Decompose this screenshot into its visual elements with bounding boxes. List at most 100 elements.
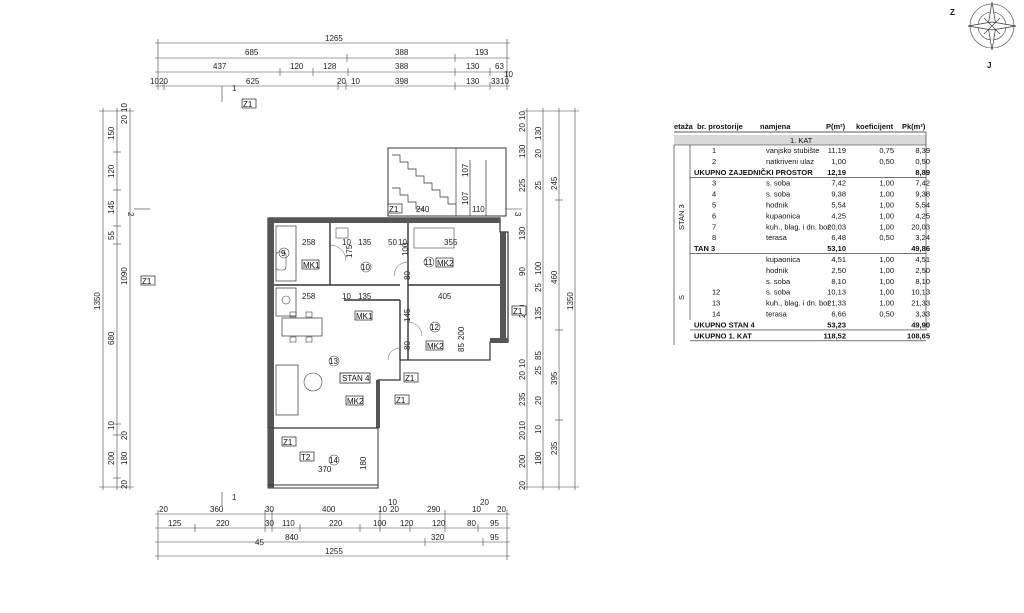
table-cell-coef: 1,00 [879, 211, 894, 220]
dim-left-g: 10 [107, 421, 116, 430]
dim-right-in-6: 90 [518, 267, 527, 276]
table-cell-area-k: 10,13 [911, 288, 930, 297]
section-marker-3: 3 [513, 212, 522, 217]
dim-left-e: 1090 [120, 267, 129, 285]
table-cell-no: 7 [712, 222, 716, 231]
int-dim-107-a: 107 [461, 163, 470, 177]
table-cell-area: 53,10 [827, 244, 846, 253]
table-cell-area: 4,25 [831, 211, 846, 220]
dim-top-r4-e: 10 [351, 77, 360, 86]
dim-top-r3-a: 437 [213, 62, 227, 71]
dim-bot-r2-d: 110 [282, 519, 295, 528]
dim-right-in-12: 20 [518, 431, 527, 440]
table-header-floor: etaža [674, 122, 694, 131]
dim-left-f: 680 [107, 331, 116, 345]
table-cell-area-k: 8,39 [915, 146, 930, 155]
table-cell-coef: 1,00 [879, 255, 894, 264]
dim-bot-r1-b: 360 [210, 505, 224, 514]
int-dim-80-b: 80 [403, 341, 412, 350]
dim-top-total: 1265 [325, 34, 343, 43]
table-row-total-label: UKUPNO STAN 4 [694, 320, 756, 329]
room-number-10: 10 [361, 263, 370, 272]
int-dim-80-a: 80 [403, 271, 412, 280]
dim-left-total: 1350 [93, 292, 102, 310]
label-z1-right: Z1 [513, 307, 523, 316]
dim-right-in-5: 130 [518, 226, 527, 240]
int-dim-175: 175 [345, 244, 354, 258]
table-cell-no: 5 [712, 201, 716, 210]
table-cell-name: terasa [766, 310, 788, 319]
dim-right-in2-9: 20 [534, 396, 543, 405]
dim-top-r4-d: 20 [337, 77, 346, 86]
dim-bot-r1-e: 10 [378, 505, 387, 514]
dim-right-in2-1: 130 [534, 126, 543, 140]
table-cell-name: terasa [766, 233, 788, 242]
dim-top-r4-h: 33 [491, 77, 500, 86]
table-cell-no: 2 [712, 157, 716, 166]
table-cell-area: 5,54 [831, 201, 846, 210]
table-cell-area-k: 8,10 [915, 277, 930, 286]
table-cell-area-k: 20,03 [911, 222, 930, 231]
table-cell-no: 4 [712, 190, 716, 199]
dim-right-c: 395 [550, 371, 559, 385]
dim-right-in-8: 10 [518, 359, 527, 368]
int-dim-200: 200 [457, 326, 466, 340]
label-z1-terrace: Z1 [283, 438, 293, 447]
dim-bot-r2-c: 30 [265, 519, 274, 528]
dim-bot-r1-a: 20 [159, 505, 168, 514]
dim-bot-r2-f: 100 [373, 519, 387, 528]
table-cell-name: s. soba [766, 277, 791, 286]
dim-right-in-11: 10 [518, 421, 527, 430]
dim-top-r4-b: 20 [159, 77, 168, 86]
dim-top-r4-i: 10 [500, 77, 509, 86]
dim-top-r3-f: 63 [495, 62, 504, 71]
table-cell-no: 1 [712, 146, 716, 155]
dim-left-d: 55 [107, 231, 116, 240]
table-cell-coef: 0,50 [879, 310, 894, 319]
dim-bot-r2-g: 120 [400, 519, 414, 528]
compass-rose-icon: Z J [950, 1, 1017, 70]
dim-bot-r1-g: 290 [427, 505, 441, 514]
dim-top-r4-g: 130 [466, 77, 480, 86]
dim-left-top-b: 20 [120, 115, 129, 124]
table-cell-area-k: 8,89 [915, 168, 930, 177]
table-cell-name: kuh., blag. i dn. bor. [766, 299, 831, 308]
table-cell-area: 10,13 [827, 288, 846, 297]
int-dim-240: 240 [416, 205, 430, 214]
label-mk2-b: MK2 [427, 342, 444, 351]
dim-top-r2-a: 685 [245, 48, 259, 57]
table-row-total-label: UKUPNO 1. KAT [694, 331, 752, 340]
dim-right-in-4: 225 [518, 178, 527, 192]
table-cell-area-k: 3,33 [915, 310, 930, 319]
dim-top-r4-a: 10 [150, 77, 159, 86]
table-side-stan-3: STAN 3 [677, 204, 686, 230]
dim-right-b: 460 [550, 270, 559, 284]
int-dim-355: 355 [444, 238, 458, 247]
table-cell-area: 1,00 [831, 157, 846, 166]
dim-right-d: 235 [550, 441, 559, 455]
table-cell-area-k: 9,38 [915, 190, 930, 199]
table-header-room-no: br. prostorije [697, 122, 743, 131]
int-dim-370: 370 [318, 465, 332, 474]
table-cell-area: 4,51 [831, 255, 846, 264]
table-header-coef: koeficijent [856, 122, 894, 131]
int-dim-50: 50 [388, 238, 397, 247]
table-cell-area: 2,50 [831, 266, 846, 275]
dim-left-a: 150 [107, 126, 116, 140]
table-cell-name: s. soba [766, 190, 791, 199]
dim-right-in-15: 20 [518, 481, 527, 490]
table-cell-name: kuh., blag. i dn. bor. [766, 222, 831, 231]
dim-bot-r2-h: 120 [432, 519, 446, 528]
dim-bot-r1-h: 10 [472, 505, 481, 514]
table-cell-name: kupaonica [766, 255, 801, 264]
